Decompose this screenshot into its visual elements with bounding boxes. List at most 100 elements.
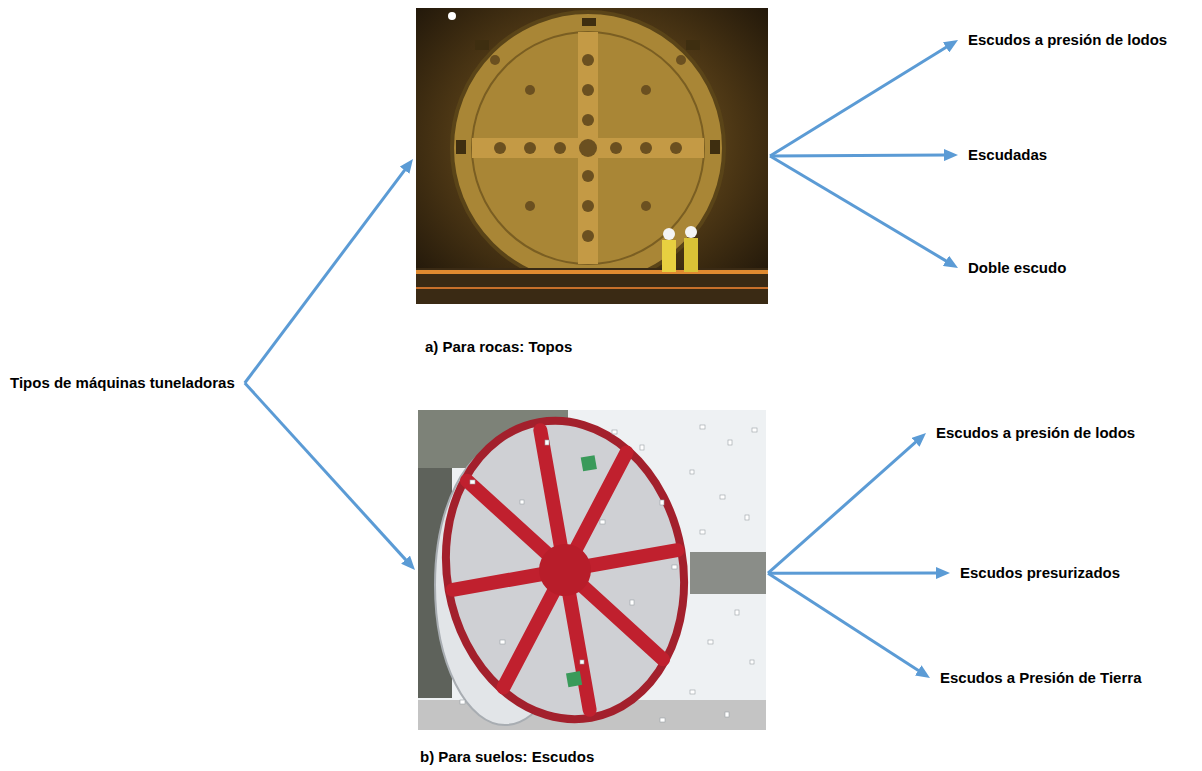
confetti-piece bbox=[690, 690, 695, 694]
disc-cutter bbox=[640, 142, 652, 154]
disc-cutter bbox=[582, 114, 594, 126]
confetti-piece bbox=[660, 718, 665, 722]
disc-cutter bbox=[525, 201, 535, 211]
disc-cutter bbox=[641, 201, 651, 211]
confetti-piece bbox=[728, 440, 732, 445]
disc-cutter bbox=[554, 142, 566, 154]
type-label: Doble escudo bbox=[964, 257, 1070, 279]
type-label: Escudos presurizados bbox=[956, 562, 1124, 584]
spokes bbox=[428, 410, 702, 729]
disc-cutter bbox=[641, 85, 651, 95]
photo-caption: a) Para rocas: Topos bbox=[425, 338, 777, 356]
machine-photo: a) Para rocas: Topos bbox=[416, 8, 768, 304]
disc-cutter bbox=[524, 142, 536, 154]
disc-cutter bbox=[582, 84, 594, 96]
connector-arrow bbox=[768, 572, 938, 575]
confetti-piece bbox=[690, 470, 694, 474]
disc-cutter bbox=[490, 55, 500, 65]
type-label: Escudos a presión de lodos bbox=[932, 422, 1139, 444]
worker-body bbox=[684, 238, 698, 272]
confetti-piece bbox=[700, 530, 705, 534]
type-text: Doble escudo bbox=[964, 257, 1070, 279]
railing bbox=[416, 270, 768, 274]
confetti bbox=[460, 425, 757, 722]
connector-arrow bbox=[770, 46, 948, 156]
confetti-piece bbox=[640, 445, 644, 450]
bucket bbox=[686, 40, 700, 50]
building bbox=[690, 552, 766, 594]
confetti-piece bbox=[612, 430, 617, 434]
confetti-piece bbox=[500, 640, 505, 644]
bucket bbox=[475, 40, 489, 50]
cutterhead bbox=[452, 12, 724, 284]
railing bbox=[416, 287, 768, 289]
rock-tbm-photo bbox=[416, 8, 768, 304]
machine-photo: b) Para suelos: Escudos bbox=[418, 410, 766, 730]
connector-arrow bbox=[770, 156, 948, 262]
worker-helmet bbox=[685, 226, 697, 238]
disc-cutter bbox=[579, 139, 597, 157]
type-label: Escudos a presión de lodos bbox=[964, 29, 1171, 51]
confetti-piece bbox=[470, 480, 475, 484]
confetti-piece bbox=[520, 500, 524, 504]
connector-arrow bbox=[245, 169, 406, 383]
marker-plate bbox=[566, 671, 582, 687]
cutterhead bbox=[423, 402, 708, 738]
disc-cutter bbox=[582, 230, 594, 242]
hub bbox=[535, 540, 595, 600]
disc-cutter bbox=[582, 54, 594, 66]
cutterhead-ring bbox=[472, 32, 704, 264]
confetti-piece bbox=[750, 660, 754, 664]
muck-buckets bbox=[456, 18, 720, 154]
confetti-piece bbox=[580, 660, 584, 664]
tunnel-background bbox=[416, 8, 768, 304]
confetti-piece bbox=[545, 440, 549, 445]
disc-cutter bbox=[610, 142, 622, 154]
type-text: Escudadas bbox=[964, 144, 1051, 166]
bucket bbox=[456, 140, 466, 154]
connector-arrow bbox=[245, 383, 407, 561]
confetti-piece bbox=[745, 515, 749, 520]
confetti-piece bbox=[630, 600, 634, 605]
type-text: Escudos a Presión de Tierra bbox=[936, 667, 1145, 689]
type-text: Escudos presurizados bbox=[956, 562, 1124, 584]
connector-arrow bbox=[768, 441, 917, 573]
type-text: Escudos a presión de lodos bbox=[932, 422, 1139, 444]
type-text: Tipos de máquinas tuneladoras bbox=[6, 372, 239, 394]
worker-helmet bbox=[663, 228, 675, 240]
worker-body bbox=[662, 240, 676, 272]
lamp bbox=[448, 12, 456, 20]
confetti-piece bbox=[708, 640, 713, 644]
disc-cutter bbox=[670, 142, 682, 154]
platform bbox=[416, 268, 768, 304]
marker-plate bbox=[581, 455, 597, 471]
type-label: Tipos de máquinas tuneladoras bbox=[6, 372, 239, 394]
type-label: Escudos a Presión de Tierra bbox=[936, 667, 1145, 689]
confetti-piece bbox=[672, 565, 677, 569]
cutterhead-disc bbox=[423, 402, 708, 738]
confetti-piece bbox=[725, 712, 729, 717]
confetti-piece bbox=[700, 425, 705, 429]
photo-caption: b) Para suelos: Escudos bbox=[420, 748, 768, 766]
type-text: Escudos a presión de lodos bbox=[964, 29, 1171, 51]
disc-cutter bbox=[582, 170, 594, 182]
workers bbox=[662, 226, 698, 272]
confetti-piece bbox=[720, 495, 725, 499]
confetti-piece bbox=[660, 500, 664, 505]
bucket bbox=[582, 18, 596, 26]
confetti-piece bbox=[735, 610, 739, 615]
confetti-piece bbox=[460, 700, 465, 704]
type-label: Escudadas bbox=[964, 144, 1051, 166]
cutter-arm bbox=[578, 32, 598, 264]
disc-cutter bbox=[676, 55, 686, 65]
disc-cutter bbox=[582, 200, 594, 212]
confetti-piece bbox=[600, 520, 605, 524]
disc-cutter bbox=[525, 85, 535, 95]
connector-arrow bbox=[770, 154, 946, 158]
connector-arrow bbox=[768, 573, 920, 671]
disc-cutters bbox=[490, 54, 686, 242]
bucket bbox=[710, 140, 720, 154]
cutter-arm bbox=[472, 138, 704, 158]
confetti-piece bbox=[752, 428, 757, 432]
disc-cutter bbox=[494, 142, 506, 154]
